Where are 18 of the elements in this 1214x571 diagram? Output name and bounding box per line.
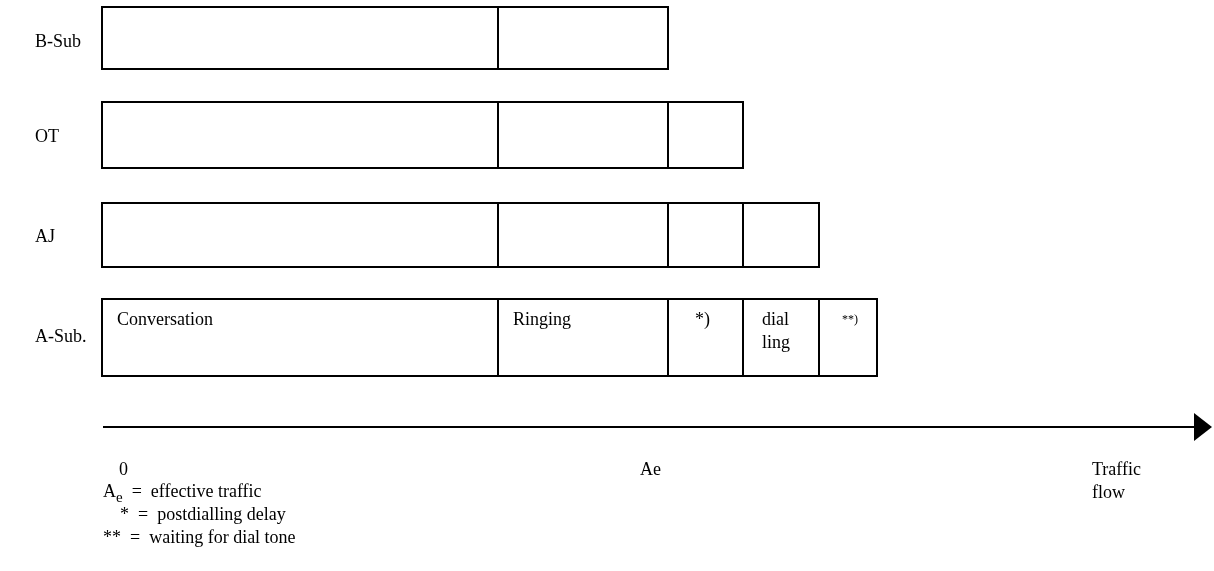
row-label: A-Sub. bbox=[35, 325, 87, 348]
cell-text: **) bbox=[842, 312, 858, 328]
cell-text: dial ling bbox=[762, 308, 791, 355]
timeline-box bbox=[101, 298, 499, 377]
row-label: AJ bbox=[35, 225, 55, 248]
row-label: OT bbox=[35, 125, 59, 148]
axis-tick-label: 0 bbox=[119, 458, 128, 481]
axis-title: Traffic flow bbox=[1092, 458, 1142, 503]
timeline-box bbox=[667, 298, 744, 377]
timeline-box bbox=[742, 298, 820, 377]
cell-text: *) bbox=[695, 308, 710, 331]
row-label: B-Sub bbox=[35, 30, 81, 53]
timeline-box bbox=[497, 298, 669, 377]
cell-text: Conversation bbox=[117, 308, 213, 331]
legend-note: ** = waiting for dial tone bbox=[103, 526, 296, 549]
cell-text: Ringing bbox=[513, 308, 571, 331]
axis-tick-label: Ae bbox=[640, 458, 661, 481]
timeline-box bbox=[818, 298, 878, 377]
